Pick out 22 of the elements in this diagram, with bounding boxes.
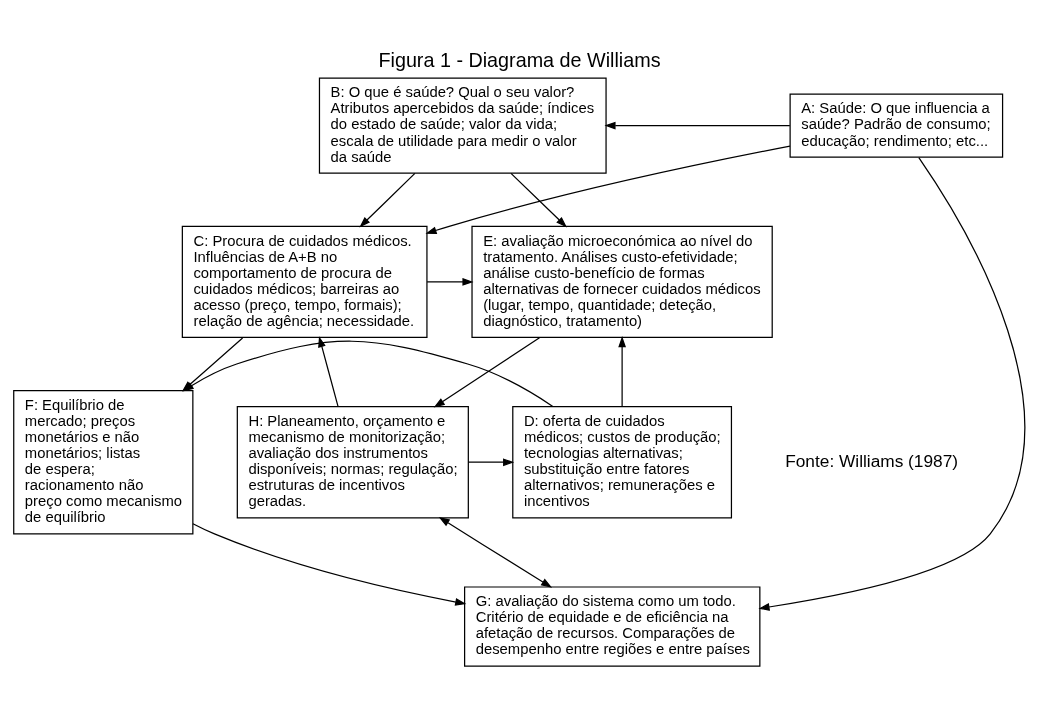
node-box: D: oferta de cuidados médicos; custos de produção; tecnologias alternativas; substituição entre fatores alternativos; remunerações e incentivos [512,406,733,519]
arrow [318,336,339,407]
arrow [426,278,474,286]
arrow [467,458,515,467]
arrow [618,336,626,407]
node-box: G: avaliação do sistema como um todo. Critério de equidade e de eficiência na afetação de recursos. Comparações de desempenho entre regiões e entre países [464,586,761,667]
arrow [604,121,791,130]
label: Fonte: Williams (1987) [785,450,959,471]
node-box: H: Planeamento, orçamento e mecanismo de monitorização; avaliação dos instrumentos disponíveis; normas; regulação; estruturas de incentivos geradas. [236,406,469,519]
diagram-title: Figura 1 - Diagrama de Williams [378,48,661,71]
arrow [438,517,553,588]
arrow [758,157,1026,611]
arrow [192,523,467,606]
arrow [359,172,416,228]
node-box: E: avaliação microeconómica ao nível do tratamento. Análises custo-efetividade; análise custo-benefício de formas alternativas de fornecer cuidados médicos (lugar, tempo, quantidade; deteção, diagnóstico, tratamento) [471,225,773,339]
arrow [425,145,791,235]
node-box: F: Equilíbrio de mercado; preços monetários e não monetários; listas de espera; racionamento não preço como mecanismo de equilíbrio [13,389,194,535]
node-box: C: Procura de cuidados médicos. Influências de A+B no comportamento de procura de cuidados médicos; barreiras ao acesso (preço, tempo, formais); relação de agência; necessidade. [181,225,428,339]
node-box: B: O que é saúde? Qual o seu valor? Atributos apercebidos da saúde; índices do estado de saúde; valor da vida; escala de utilidade para medir o valor da saúde [318,77,607,174]
arrow [433,337,541,408]
node-box: A: Saúde: O que influencia a saúde? Padrão de consumo; educação; rendimento; etc... [789,93,1004,158]
arrow [510,172,567,228]
